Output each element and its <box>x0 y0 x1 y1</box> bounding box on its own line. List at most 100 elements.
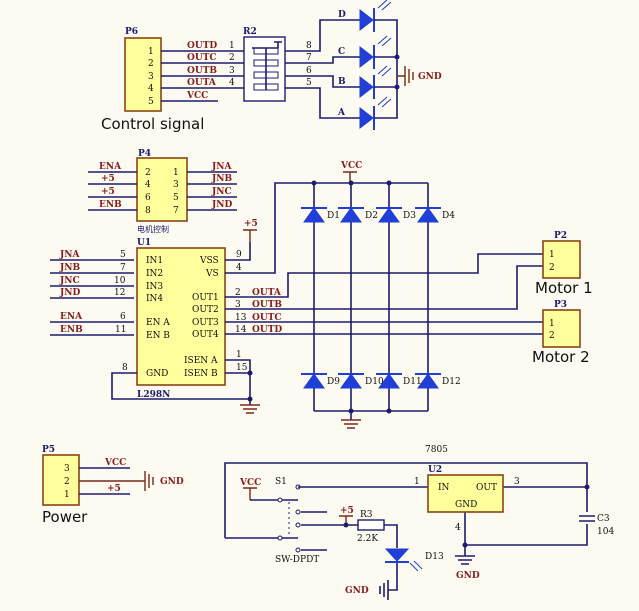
net-label: VCC <box>186 91 208 101</box>
net-label: ENA <box>60 312 83 322</box>
pin-number: 1 <box>549 319 555 329</box>
pin-number: 15 <box>236 363 248 373</box>
net-label: JNB <box>211 174 232 184</box>
pin-number: 2 <box>64 477 70 487</box>
led-icon <box>359 8 375 32</box>
bridge-diodes: VCC D1 D2 D3 D4 D9 D10 D11 D12 <box>301 161 461 429</box>
connector-p3: P3 1 2 Motor 2 <box>532 300 590 366</box>
led-icon <box>359 75 375 99</box>
pin-number: 3 <box>229 66 235 76</box>
caption-power: Power <box>42 508 88 526</box>
status-leds: D C B A GND <box>337 0 442 130</box>
pin-name: OUT <box>476 483 497 493</box>
pin-number: 11 <box>115 325 126 335</box>
pin-number: 2 <box>549 263 555 273</box>
led-icon <box>359 106 375 130</box>
pin-number: 5 <box>120 250 126 260</box>
p4-ref: P4 <box>138 149 151 159</box>
pin-number: 4 <box>145 180 151 190</box>
connector-p4: P4 2 4 6 8 1 3 5 7 ENA +5 +5 ENB JNA JNB… <box>88 149 237 234</box>
net-label: +5 <box>340 506 354 516</box>
led-label: D <box>338 10 346 20</box>
switch-s1[interactable] <box>225 484 346 553</box>
net-label: +5 <box>101 187 115 197</box>
pin-number: 2 <box>235 288 241 298</box>
capacitor-icon <box>579 512 595 524</box>
led-icon <box>384 548 423 572</box>
pin-number: 1 <box>236 350 242 360</box>
p6-ref: P6 <box>125 27 138 37</box>
pin-number: 2 <box>229 53 235 63</box>
regulator-section: 7805 U2 IN OUT GND 1 3 4 C3 104 GND S1 V… <box>224 445 614 600</box>
p6-pin: 1 <box>148 47 154 57</box>
vcc-label: VCC <box>340 161 362 171</box>
pin-number: 8 <box>306 41 312 51</box>
pin-number: 7 <box>306 53 312 63</box>
u1-part: L298N <box>137 390 170 400</box>
resistor-r3 <box>357 519 385 531</box>
diode-ref: D4 <box>442 211 455 221</box>
pin-number: 7 <box>120 263 126 273</box>
pin-number: 12 <box>114 288 125 298</box>
pin-number: 5 <box>173 193 179 203</box>
diode-icon <box>415 207 441 223</box>
pin-name: VS <box>205 269 219 279</box>
diode-ref: D12 <box>442 377 461 387</box>
diode-ref: D3 <box>403 211 416 221</box>
pin-number: 1 <box>64 490 70 500</box>
driver-u1: U1 JNA JNB JNC JND ENA ENB 5 7 10 12 6 1… <box>50 182 543 414</box>
regulator-title: 7805 <box>425 445 448 455</box>
net-label: OUTA <box>187 78 217 88</box>
pin-name: OUT2 <box>192 305 219 315</box>
diode-ref: D10 <box>365 377 384 387</box>
p4-caption: 电机控制 <box>137 224 169 234</box>
caption-motor-2: Motor 2 <box>532 348 590 366</box>
pin-number: 5 <box>306 78 312 88</box>
pin-number: 4 <box>455 523 461 533</box>
u1-ref: U1 <box>137 238 151 248</box>
pin-name: EN B <box>146 331 170 341</box>
diode-ref: D1 <box>327 211 340 221</box>
pin-number: 7 <box>173 206 179 216</box>
pin-name: OUT3 <box>192 318 219 328</box>
led-label: A <box>337 108 346 118</box>
caption-motor-1: Motor 1 <box>535 279 593 297</box>
pin-number: 6 <box>120 312 126 322</box>
pin-number: 3 <box>173 180 179 190</box>
r3-ref: R3 <box>360 510 373 520</box>
net-label: OUTD <box>187 41 217 51</box>
diode-ref: D11 <box>403 377 422 387</box>
net-label: VCC <box>104 458 126 468</box>
connector-p2: P2 1 2 Motor 1 <box>535 231 593 297</box>
pin-name: EN A <box>146 318 170 328</box>
p3-ref: P3 <box>554 300 567 310</box>
led-label: B <box>338 77 346 87</box>
pin-number: 6 <box>145 193 151 203</box>
pin-name: ISEN A <box>184 356 218 366</box>
net-label: JNC <box>211 187 232 197</box>
diode-icon <box>301 207 327 223</box>
pin-number: 4 <box>229 78 235 88</box>
p6-pin: 4 <box>148 84 154 94</box>
ground-icon <box>341 419 361 429</box>
diode-icon <box>301 373 327 389</box>
pin-number: 8 <box>122 363 128 373</box>
ground-icon <box>397 66 414 86</box>
net-label: OUTD <box>252 325 282 335</box>
pin-number: 13 <box>235 313 247 323</box>
pin-name: VSS <box>199 256 219 266</box>
ground-icon <box>379 580 389 600</box>
net-label: OUTC <box>252 313 282 323</box>
net-label: JNA <box>211 162 232 172</box>
diode-icon <box>376 373 402 389</box>
connector-p6: P6 1 2 3 4 5 OUTD OUTC OUTB OUTA VCC Con… <box>101 27 244 133</box>
pin-name: OUT1 <box>192 293 219 303</box>
diode-icon <box>338 207 364 223</box>
connector-p5: P5 3 2 1 VCC +5 GND Power <box>42 445 184 526</box>
pin-number: 2 <box>145 168 151 178</box>
pin-number: 3 <box>64 464 70 474</box>
pin-name: IN <box>438 483 450 493</box>
net-label: JNA <box>59 250 80 260</box>
pin-number: 4 <box>236 263 242 273</box>
pin-name: IN3 <box>146 282 163 292</box>
